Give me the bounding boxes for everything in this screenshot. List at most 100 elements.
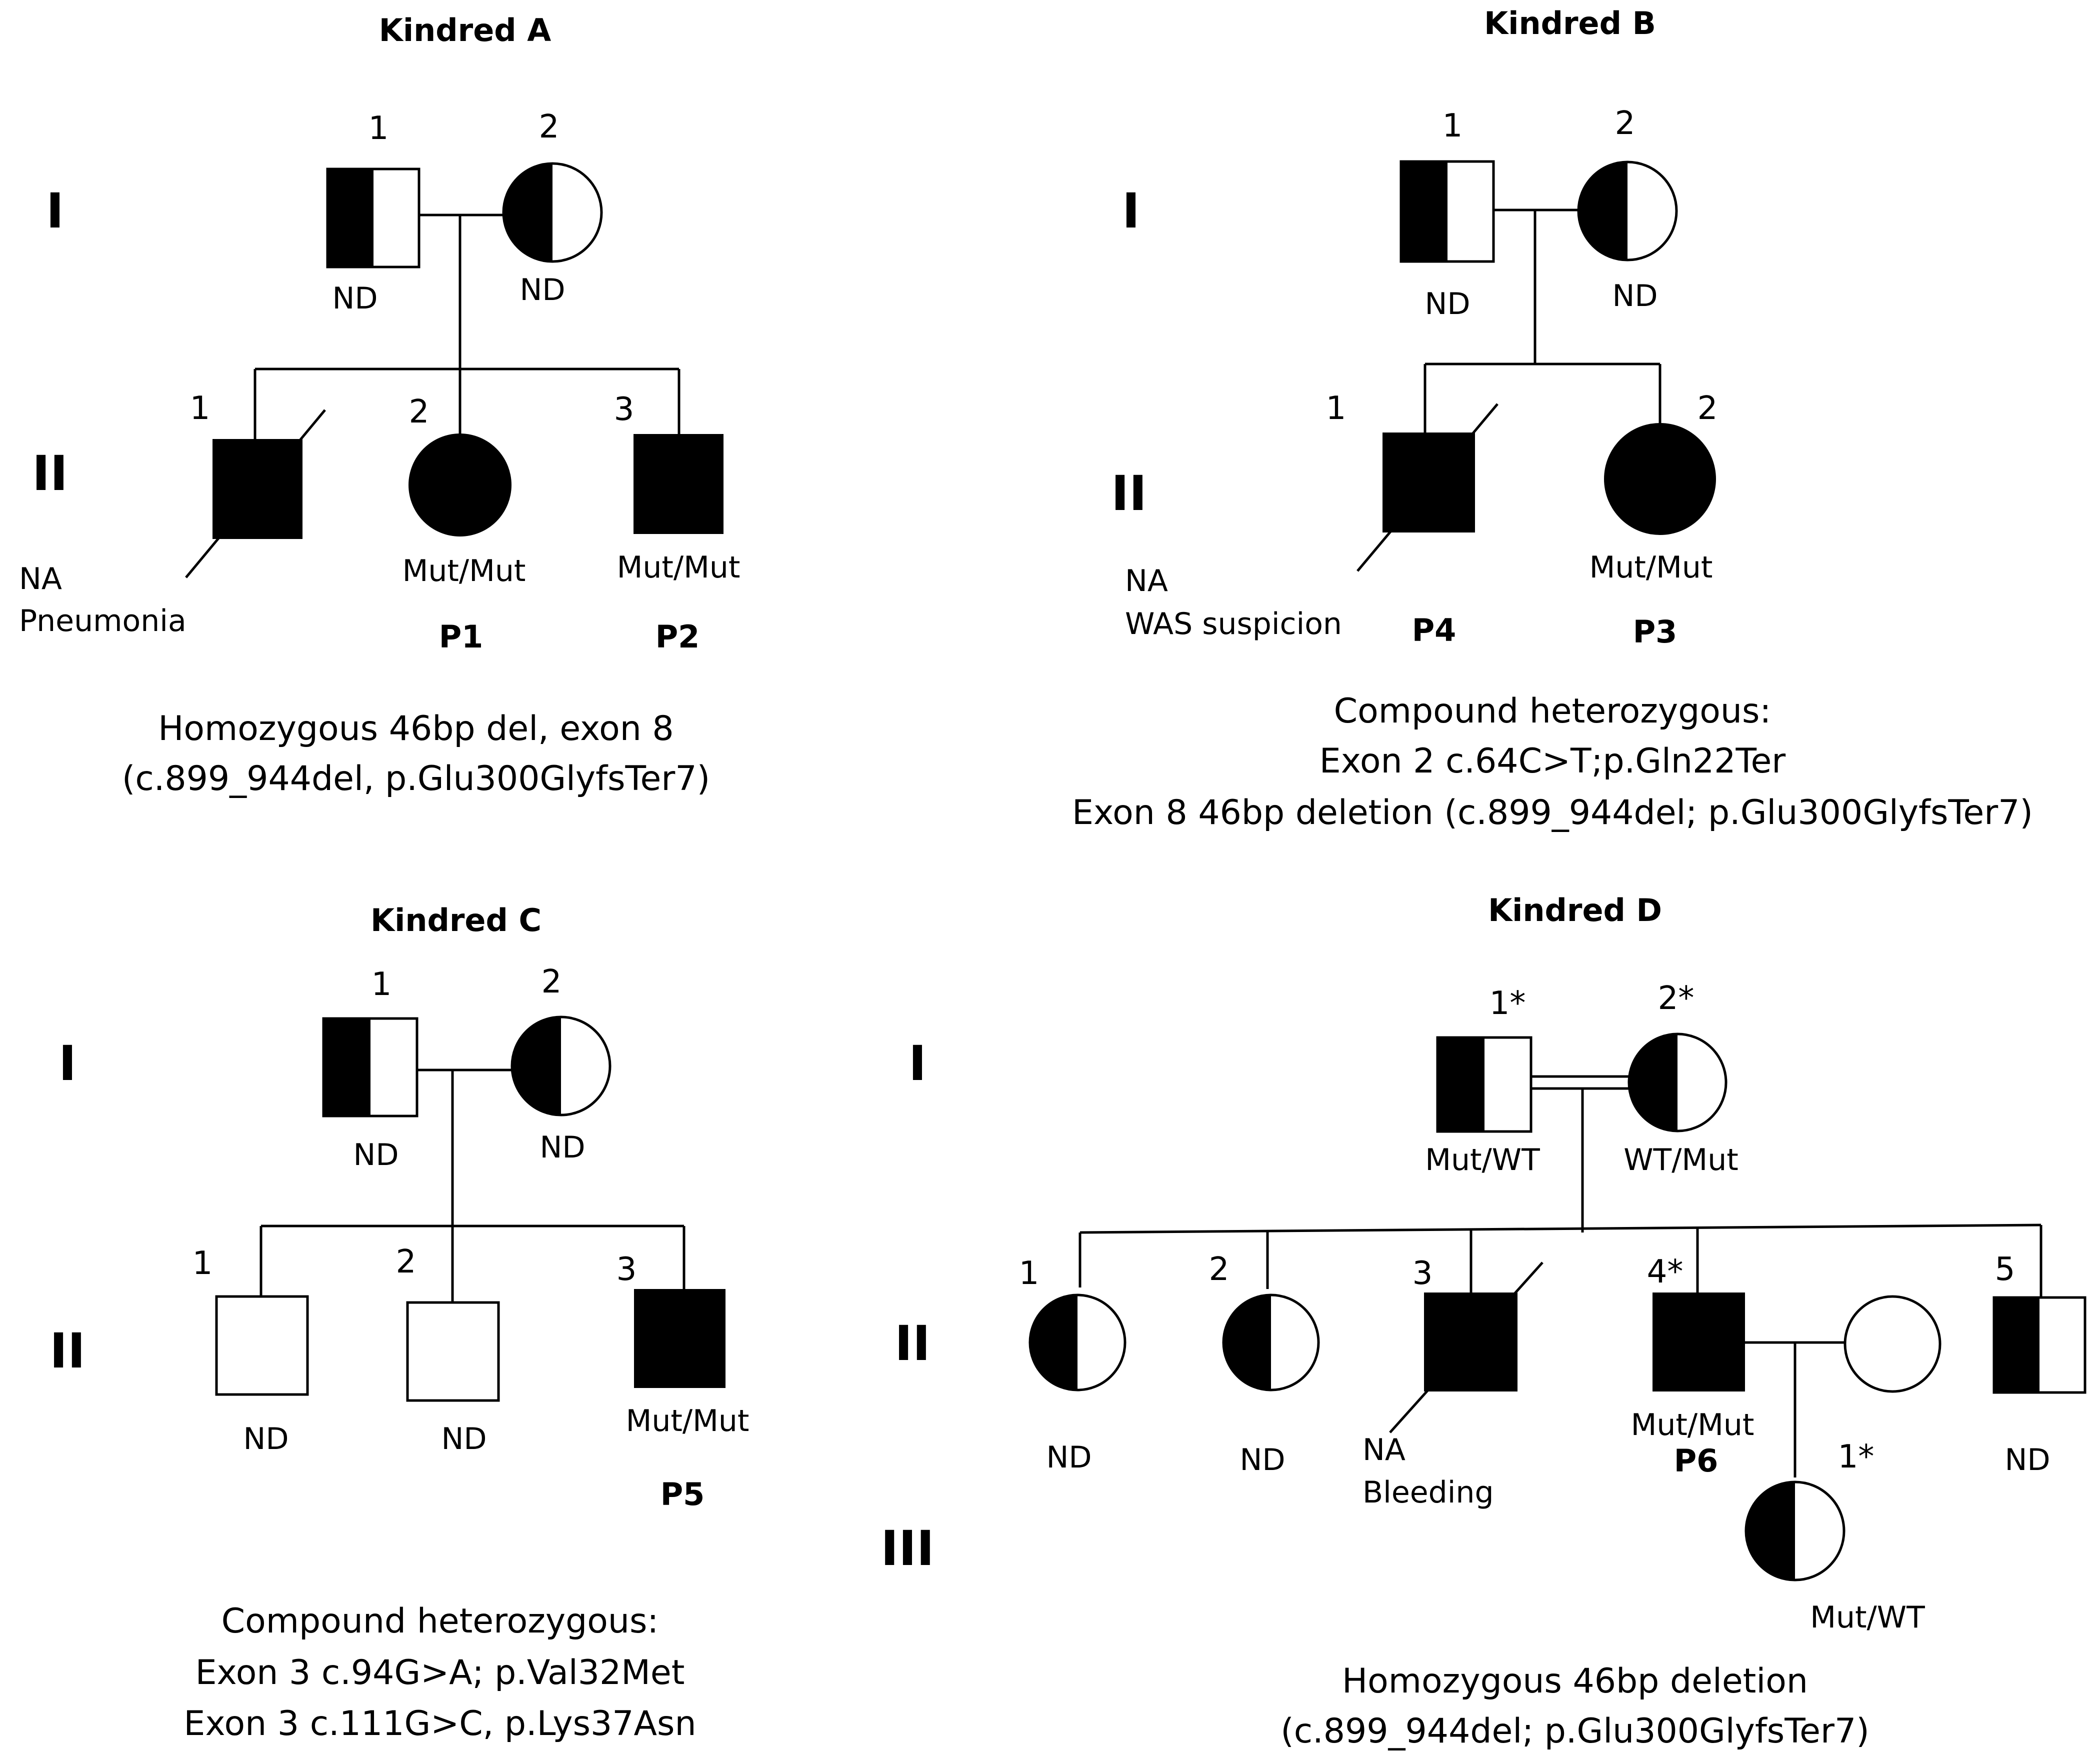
kindred-d-i2-genotype: WT/Mut <box>1624 1142 1738 1178</box>
kindred-b-ii1-note: WAS suspicion <box>1125 606 1342 642</box>
kindred-b: Kindred B I II 1 ND 2 ND 1 NA WAS suspic… <box>1072 5 2033 832</box>
kindred-a: Kindred A I II 1 ND 2 ND 1 NA Pneumoni <box>19 12 740 798</box>
kindred-c-title: Kindred C <box>370 902 542 938</box>
kindred-a-ii2-female-affected <box>408 434 512 536</box>
kindred-b-ii2-number: 2 <box>1698 390 1718 427</box>
kindred-a-i2-genotype: ND <box>520 272 565 308</box>
kindred-d-i1-genotype: Mut/WT <box>1425 1142 1540 1178</box>
kindred-c-i2-number: 2 <box>542 964 562 1000</box>
kindred-b-ii1-note-na: NA <box>1125 564 1168 598</box>
kindred-a-ii2-genotype: Mut/Mut <box>402 554 526 588</box>
kindred-a-caption-line-1: Homozygous 46bp del, exon 8 <box>158 709 674 748</box>
kindred-d-caption-line-2: (c.899_944del; p.Glu300GlyfsTer7) <box>1280 1712 1870 1751</box>
kindred-d-ii4-genotype: Mut/Mut <box>1631 1408 1754 1442</box>
kindred-c-ii1-genotype: ND <box>243 1422 288 1456</box>
kindred-d-ii3-note: Bleeding <box>1362 1475 1494 1510</box>
kindred-a-i1-male-carrier <box>326 168 420 268</box>
kindred-c-ii3-male-affected <box>634 1289 726 1388</box>
kindred-a-i1-genotype: ND <box>332 281 378 316</box>
kindred-d-gen-i: I <box>908 1036 926 1092</box>
kindred-a-i2-number: 2 <box>539 108 560 146</box>
kindred-c: Kindred C I II 1 ND 2 ND 1 ND 2 <box>50 902 749 1744</box>
kindred-d-ii4-patient-label: P6 <box>1674 1442 1718 1479</box>
kindred-d-ii1-number: 1 <box>1019 1255 1040 1292</box>
kindred-c-i2-female-carrier <box>510 1016 612 1116</box>
kindred-c-i1-genotype: ND <box>353 1138 398 1172</box>
kindred-a-caption-line-2: (c.899_944del, p.Glu300GlyfsTer7) <box>122 759 710 798</box>
kindred-d-sibship-line <box>1080 1224 2042 1234</box>
kindred-d-ii4-number: 4* <box>1647 1254 1684 1290</box>
kindred-d-i2-female-carrier <box>1628 1032 1728 1132</box>
kindred-d-iii1-genotype: Mut/WT <box>1810 1600 1925 1635</box>
kindred-c-ii1-number: 1 <box>192 1245 213 1282</box>
kindred-d-ii3-deceased-slash <box>1389 1262 1544 1434</box>
kindred-b-title: Kindred B <box>1484 5 1656 42</box>
kindred-b-ii2-genotype: Mut/Mut <box>1590 550 1713 585</box>
kindred-d-ii5-number: 5 <box>1995 1251 2016 1288</box>
kindred-a-gen-i: I <box>46 183 64 239</box>
kindred-c-ii1-male-unaffected <box>215 1295 309 1396</box>
kindred-a-gen-ii: II <box>32 446 68 502</box>
kindred-c-i1-male-carrier <box>322 1017 418 1118</box>
kindred-d-ii3-note-na: NA <box>1362 1432 1406 1468</box>
kindred-d-ii1-female-carrier <box>1028 1294 1126 1392</box>
kindred-b-caption-line-2: Exon 2 c.64C>T;p.Gln22Ter <box>1320 742 1786 781</box>
kindred-a-ii3-number: 3 <box>614 391 634 428</box>
kindred-d-ii1-genotype: ND <box>1046 1440 1092 1475</box>
kindred-a-i1-number: 1 <box>368 110 389 147</box>
kindred-b-i2-female-carrier <box>1577 160 1678 262</box>
kindred-c-ii3-number: 3 <box>616 1251 637 1288</box>
kindred-c-caption-line-3: Exon 3 c.111G>C, p.Lys37Asn <box>184 1704 696 1744</box>
kindred-b-i1-number: 1 <box>1442 108 1463 144</box>
kindred-d-ii5-male-carrier <box>1992 1296 2086 1394</box>
kindred-d: Kindred D I II III 1* Mut/WT 2* WT/Mut <box>880 892 2086 1751</box>
kindred-c-ii2-genotype: ND <box>441 1422 486 1456</box>
kindred-a-ii1-number: 1 <box>190 390 210 427</box>
kindred-d-ii4-male-affected <box>1652 1292 1745 1392</box>
kindred-d-ii3-number: 3 <box>1412 1255 1433 1292</box>
kindred-b-i1-genotype: ND <box>1424 286 1470 322</box>
kindred-d-gen-ii: II <box>894 1316 930 1372</box>
kindred-b-ii1-patient-label: P4 <box>1412 612 1456 648</box>
kindred-a-ii2-patient-label: P1 <box>439 618 484 655</box>
kindred-b-ii2-patient-label: P3 <box>1633 614 1678 650</box>
kindred-c-ii3-patient-label: P5 <box>660 1476 705 1512</box>
kindred-b-caption-line-3: Exon 8 46bp deletion (c.899_944del; p.Gl… <box>1072 793 2033 832</box>
kindred-b-ii1-deceased-slash <box>1356 403 1498 572</box>
kindred-c-i1-number: 1 <box>372 966 392 1003</box>
kindred-c-i2-genotype: ND <box>540 1130 585 1165</box>
kindred-d-ii2-female-carrier <box>1222 1294 1320 1392</box>
kindred-b-ii2-female-affected <box>1604 423 1716 535</box>
kindred-a-ii3-patient-label: P2 <box>656 618 700 655</box>
kindred-a-ii1-note: Pneumonia <box>19 604 186 638</box>
kindred-a-ii1-note-na: NA <box>19 562 62 596</box>
kindred-b-gen-ii: II <box>1111 466 1146 522</box>
kindred-d-ii2-genotype: ND <box>1240 1442 1285 1478</box>
kindred-a-i2-female-carrier <box>502 162 603 263</box>
kindred-c-gen-ii: II <box>50 1323 85 1379</box>
kindred-b-gen-i: I <box>1122 183 1140 239</box>
kindred-c-ii3-genotype: Mut/Mut <box>626 1404 750 1438</box>
kindred-d-gen-iii: III <box>880 1520 934 1576</box>
kindred-b-i2-genotype: ND <box>1612 278 1658 314</box>
kindred-c-ii2-number: 2 <box>396 1244 416 1280</box>
kindred-b-i1-male-carrier <box>1400 160 1495 263</box>
kindred-c-caption-line-2: Exon 3 c.94G>A; p.Val32Met <box>196 1653 685 1692</box>
kindred-c-ii2-male-unaffected <box>406 1301 500 1402</box>
kindred-b-i2-number: 2 <box>1615 105 1636 142</box>
kindred-d-ii5-genotype: ND <box>2004 1442 2050 1478</box>
kindred-a-title: Kindred A <box>379 12 551 48</box>
kindred-a-ii3-genotype: Mut/Mut <box>617 550 740 585</box>
kindred-c-caption-line-1: Compound heterozygous: <box>222 1602 659 1641</box>
kindred-d-caption-line-1: Homozygous 46bp deletion <box>1342 1662 1808 1701</box>
kindred-d-i1-number: 1* <box>1490 985 1526 1022</box>
kindred-d-ii4-spouse-female-unaffected <box>1844 1295 1942 1393</box>
kindred-a-ii2-number: 2 <box>409 394 430 430</box>
kindred-b-caption-line-1: Compound heterozygous: <box>1334 692 1772 731</box>
kindred-d-iii1-number: 1* <box>1838 1438 1874 1476</box>
kindred-d-ii2-number: 2 <box>1209 1251 1230 1288</box>
kindred-c-gen-i: I <box>58 1036 76 1092</box>
kindred-a-ii1-deceased-slash <box>185 409 326 578</box>
kindred-a-ii3-male-affected <box>634 434 724 534</box>
